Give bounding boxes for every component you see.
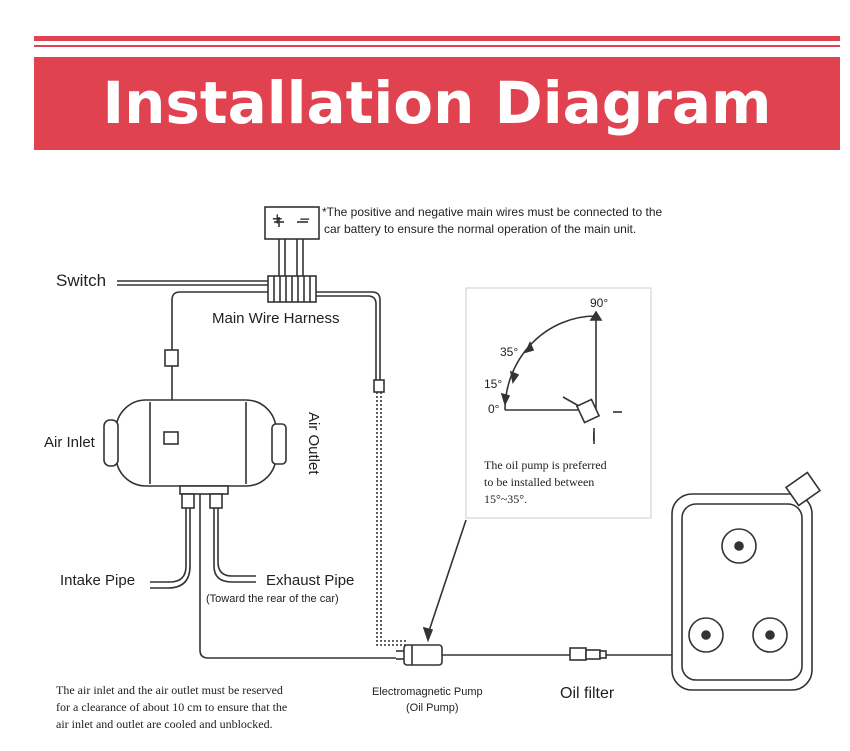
top-stripe — [34, 36, 840, 41]
air-inlet-label: Air Inlet — [44, 434, 95, 451]
battery-note-line2: car battery to ensure the normal operati… — [324, 222, 637, 236]
angle-0-label: 0° — [488, 402, 500, 416]
clearance-note-line1: The air inlet and the air outlet must be… — [56, 683, 283, 697]
pump-note-line3: 15°~35°. — [484, 492, 528, 506]
battery-note-line1: *The positive and negative main wires mu… — [322, 205, 663, 219]
oil-filter-label: Oil filter — [560, 685, 615, 702]
angle-90-label: 90° — [590, 296, 609, 310]
main-wire-harness-label: Main Wire Harness — [212, 310, 340, 327]
switch-label: Switch — [56, 271, 107, 290]
pump-label-line1: Electromagnetic Pump — [372, 686, 483, 698]
thin-stripe — [34, 45, 840, 47]
oil-pump-icon — [396, 644, 443, 666]
pump-label-line2: (Oil Pump) — [406, 702, 459, 714]
pump-note-line2: to be installed between — [484, 475, 595, 489]
battery-symbols: + − — [272, 209, 317, 229]
intake-pipe-label: Intake Pipe — [60, 572, 136, 589]
pump-note-line1: The oil pump is preferred — [484, 458, 607, 472]
angle-35-label: 35° — [500, 345, 519, 359]
title-banner — [34, 57, 840, 150]
angle-15-label: 15° — [484, 377, 503, 391]
battery-icon — [264, 206, 320, 276]
clearance-note-line3: air inlet and outlet are cooled and unbl… — [56, 717, 273, 731]
fuel-tank-icon — [671, 471, 822, 691]
oil-filter-icon — [569, 647, 607, 661]
clearance-note-line2: for a clearance of about 10 cm to ensure… — [56, 700, 288, 714]
exhaust-sub-label: (Toward the rear of the car) — [206, 593, 339, 605]
air-outlet-label: Air Outlet — [305, 412, 322, 475]
angle-gauge-icon — [500, 310, 622, 444]
heater-unit-icon — [103, 399, 287, 509]
exhaust-pipe-label: Exhaust Pipe — [266, 572, 355, 589]
harness-connector — [267, 275, 317, 303]
pump-axis-label: I — [592, 430, 596, 444]
page-title: Installation Diagram — [102, 69, 772, 137]
